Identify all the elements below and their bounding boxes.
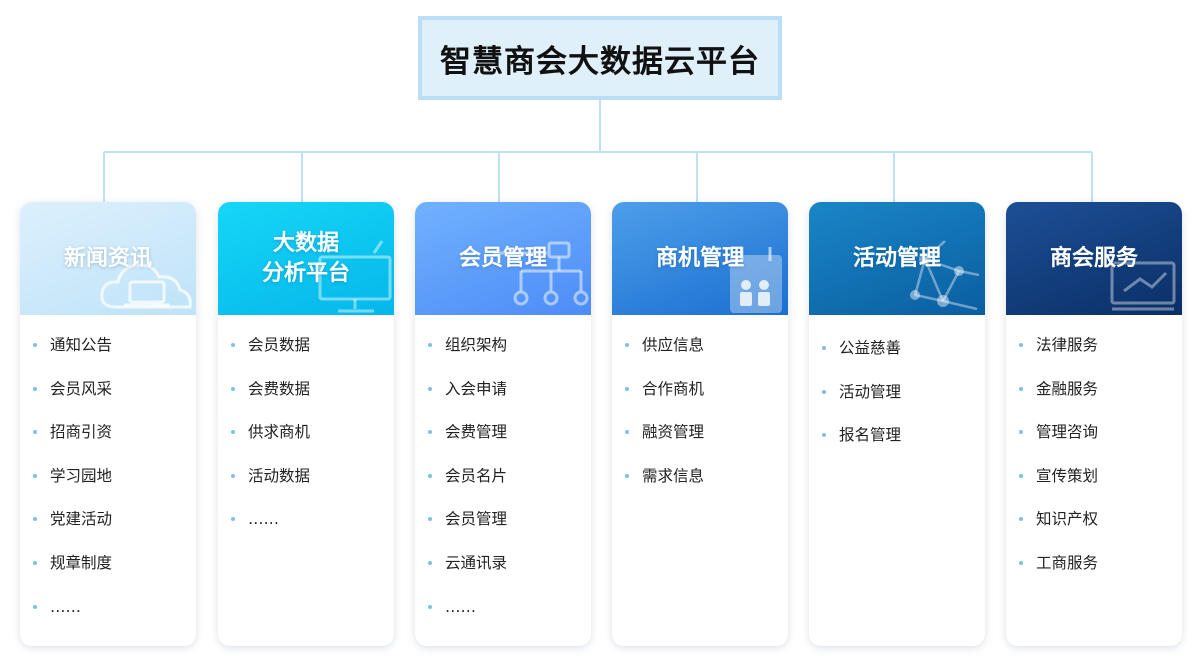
column-header: 活动管理	[809, 202, 985, 315]
column-header: 会员管理	[415, 202, 591, 315]
list-item[interactable]: 招商引资	[20, 419, 196, 463]
list-item[interactable]: 活动管理	[809, 379, 985, 423]
list-item[interactable]: 法律服务	[1006, 332, 1182, 376]
root-title: 智慧商会大数据云平台	[440, 43, 760, 80]
list-item[interactable]: 供应信息	[612, 332, 788, 376]
list-item[interactable]: 知识产权	[1006, 506, 1182, 550]
network-nodes-icon	[910, 240, 980, 311]
list-item[interactable]: 规章制度	[20, 550, 196, 594]
column-header: 商机管理	[612, 202, 788, 315]
list-item[interactable]: 会费数据	[218, 376, 394, 420]
list-item[interactable]: 会员风采	[20, 376, 196, 420]
org-chart-icon	[493, 241, 589, 306]
column-title: 商机管理	[655, 245, 744, 271]
column-news: 新闻资讯 通知公告 会员风采 招商引资 学习园地 党建活动 规章制度 ……	[20, 202, 196, 646]
list-item[interactable]: 会员名片	[415, 463, 591, 507]
list-item[interactable]: 会员数据	[218, 332, 394, 376]
list-item[interactable]: 合作商机	[612, 376, 788, 420]
column-activities: 活动管理 公益慈善 活动管理 报名管理	[809, 202, 985, 646]
list-item[interactable]: 需求信息	[612, 463, 788, 507]
list-item[interactable]: 宣传策划	[1006, 463, 1182, 507]
column-header: 新闻资讯	[20, 202, 196, 315]
list-item[interactable]: 工商服务	[1006, 550, 1182, 594]
column-business: 商机管理 供应信息 合作商机 融资管理 需求信息	[612, 202, 788, 646]
list-item[interactable]: 云通讯录	[415, 550, 591, 594]
column-title: 大数据 分析平台	[262, 229, 350, 289]
column-title: 商会服务	[1049, 245, 1138, 271]
presentation-board-icon	[1110, 261, 1176, 311]
list-item[interactable]: 金融服务	[1006, 376, 1182, 420]
list-item[interactable]: 组织架构	[415, 332, 591, 376]
column-item-list: 法律服务 金融服务 管理咨询 宣传策划 知识产权 工商服务	[1006, 315, 1182, 594]
list-item[interactable]: 学习园地	[20, 463, 196, 507]
list-item[interactable]: 融资管理	[612, 419, 788, 463]
column-title-line: 大数据	[272, 230, 339, 256]
monitor-icon	[318, 240, 392, 313]
list-item[interactable]: 党建活动	[20, 506, 196, 550]
column-bigdata: 大数据 分析平台 会员数据 会费数据 供求商机 活动数据 ……	[218, 202, 394, 646]
list-item[interactable]: 公益慈善	[809, 335, 985, 379]
list-item[interactable]: 会员管理	[415, 506, 591, 550]
column-title-line: 分析平台	[261, 260, 350, 286]
column-services: 商会服务 法律服务 金融服务 管理咨询 宣传策划 知识产权 工商服务	[1006, 202, 1182, 646]
root-node: 智慧商会大数据云平台	[418, 16, 782, 100]
list-item[interactable]: 报名管理	[809, 422, 985, 466]
list-item[interactable]: 会费管理	[415, 419, 591, 463]
column-item-list: 会员数据 会费数据 供求商机 活动数据 ……	[218, 315, 394, 550]
calendar-handshake-icon	[730, 247, 782, 313]
column-members: 会员管理 组织架构 入会申请 会费管理 会员名片 会员管理 云通讯录 ……	[415, 202, 591, 646]
cloud-laptop-icon	[100, 263, 192, 309]
column-title: 会员管理	[458, 245, 547, 271]
list-item[interactable]: ……	[415, 594, 591, 638]
list-item[interactable]: ……	[218, 506, 394, 550]
column-title: 活动管理	[852, 245, 941, 271]
list-item[interactable]: 管理咨询	[1006, 419, 1182, 463]
column-item-list: 供应信息 合作商机 融资管理 需求信息	[612, 315, 788, 506]
column-item-list: 公益慈善 活动管理 报名管理	[809, 315, 985, 466]
column-title: 新闻资讯	[63, 245, 152, 271]
list-item[interactable]: 入会申请	[415, 376, 591, 420]
column-header: 商会服务	[1006, 202, 1182, 315]
list-item[interactable]: 供求商机	[218, 419, 394, 463]
column-item-list: 通知公告 会员风采 招商引资 学习园地 党建活动 规章制度 ……	[20, 315, 196, 637]
column-header: 大数据 分析平台	[218, 202, 394, 315]
column-item-list: 组织架构 入会申请 会费管理 会员名片 会员管理 云通讯录 ……	[415, 315, 591, 637]
list-item[interactable]: 活动数据	[218, 463, 394, 507]
list-item[interactable]: ……	[20, 594, 196, 638]
list-item[interactable]: 通知公告	[20, 332, 196, 376]
